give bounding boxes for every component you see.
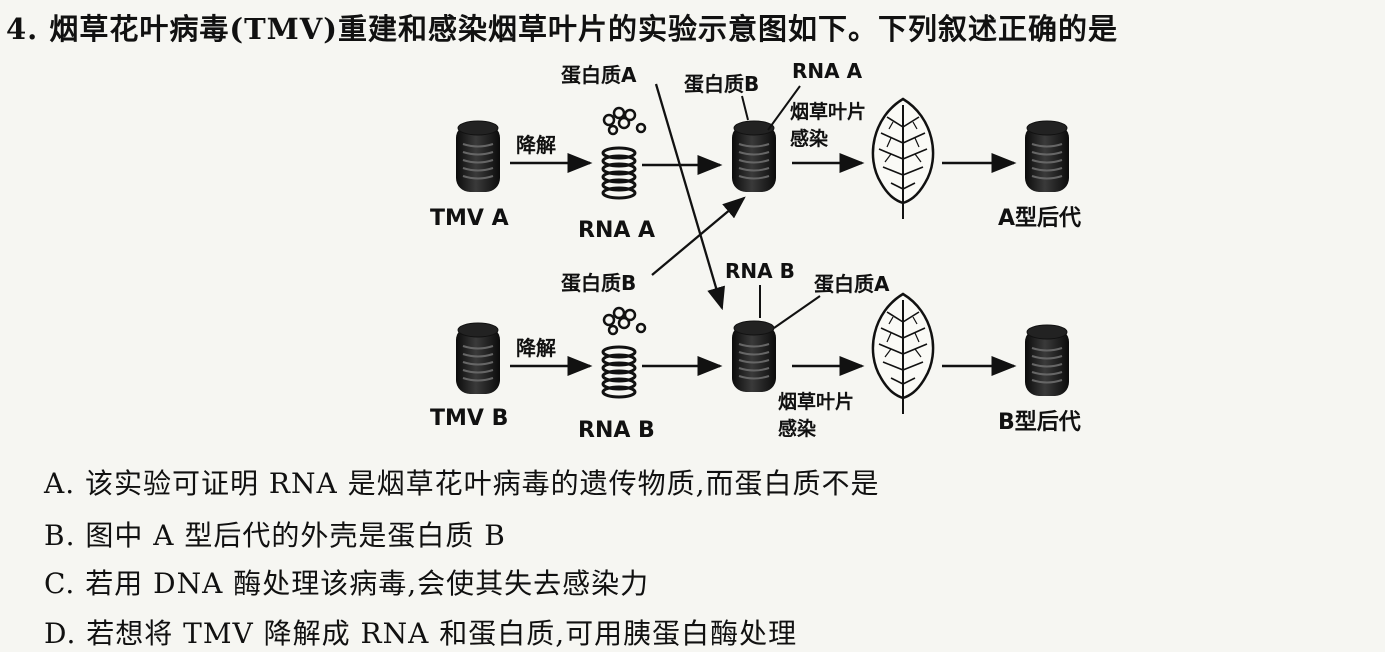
protein-a-label: 蛋白质A	[561, 63, 637, 87]
recon-b-virus-icon	[731, 320, 777, 393]
rna-a-label: RNA A	[578, 218, 655, 243]
offspring-a-label: A型后代	[998, 206, 1081, 231]
recon-b-protein-label: 蛋白质A	[814, 272, 890, 296]
offspring-b-label: B型后代	[998, 410, 1081, 435]
protein-a-particles-icon	[602, 106, 647, 136]
infect-b-label-2: 感染	[778, 417, 816, 440]
option-c: C. 若用 DNA 酶处理该病毒,会使其失去感染力	[44, 567, 650, 600]
rna-b-label: RNA B	[578, 418, 655, 443]
recon-a-protein-pointer	[741, 95, 749, 121]
option-a: A. 该实验可证明 RNA 是烟草花叶病毒的遗传物质,而蛋白质不是	[44, 467, 880, 500]
protein-a-cross-arrow	[654, 83, 725, 311]
recon-a-protein-label: 蛋白质B	[684, 72, 759, 96]
protein-b-particles-icon	[602, 306, 647, 336]
leaf-b-icon	[871, 292, 935, 416]
tmv-a-virus-icon	[455, 120, 501, 193]
infect-a-label-1: 烟草叶片	[790, 100, 866, 123]
option-b: B. 图中 A 型后代的外壳是蛋白质 B	[44, 519, 506, 552]
offspring-b-virus-icon	[1024, 324, 1070, 397]
rna-b-coil-icon	[601, 345, 637, 399]
recon-b-protein-pointer	[773, 295, 821, 329]
protein-b-cross-arrow	[651, 196, 746, 276]
tmv-b-label: TMV B	[430, 406, 508, 431]
offspring-a-virus-icon	[1024, 120, 1070, 193]
recon-a-rna-pointer	[767, 85, 801, 131]
leaf-a-icon	[871, 97, 935, 221]
recon-a-virus-icon	[731, 120, 777, 193]
rna-a-coil-icon	[601, 146, 637, 200]
protein-b-label: 蛋白质B	[561, 271, 636, 295]
infect-b-label-1: 烟草叶片	[778, 390, 854, 413]
degrade-b-label: 降解	[516, 336, 556, 360]
recon-a-rna-label: RNA A	[792, 59, 863, 83]
tmv-b-virus-icon	[455, 322, 501, 395]
recon-b-rna-label: RNA B	[725, 259, 795, 283]
question-stem: 4. 烟草花叶病毒(TMV)重建和感染烟草叶片的实验示意图如下。下列叙述正确的是	[6, 12, 1118, 46]
tmv-a-label: TMV A	[430, 206, 509, 231]
infect-a-label-2: 感染	[790, 127, 828, 150]
degrade-a-label: 降解	[516, 133, 556, 157]
option-d: D. 若想将 TMV 降解成 RNA 和蛋白质,可用胰蛋白酶处理	[44, 617, 798, 650]
